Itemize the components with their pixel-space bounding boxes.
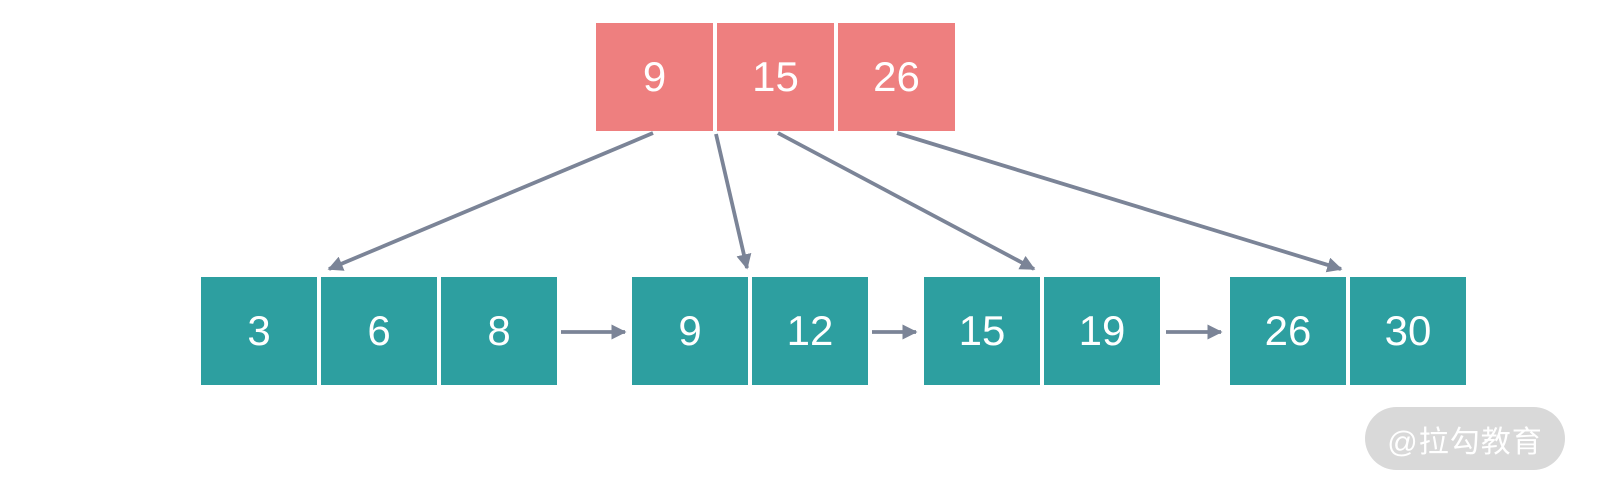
- leaf-key-cell: 3: [201, 277, 317, 385]
- leaf-node-1: 3 6 8: [201, 277, 557, 385]
- leaf-key-cell: 6: [321, 277, 437, 385]
- edge-root-to-leaf-2: [714, 133, 752, 270]
- root-key-cell: 9: [596, 23, 713, 131]
- leaf-node-4: 26 30: [1230, 277, 1466, 385]
- leaf-key-cell: 8: [441, 277, 557, 385]
- leaf-key-cell: 26: [1230, 277, 1346, 385]
- root-key-cell: 15: [717, 23, 834, 131]
- leaf-key-cell: 30: [1350, 277, 1466, 385]
- edge-root-to-leaf-3: [777, 131, 1036, 271]
- watermark-badge: @拉勾教育: [1365, 407, 1565, 470]
- leaf-key-cell: 15: [924, 277, 1040, 385]
- leaf-node-3: 15 19: [924, 277, 1160, 385]
- root-key-cell: 26: [838, 23, 955, 131]
- leaf-key-cell: 19: [1044, 277, 1160, 385]
- edge-root-to-leaf-4: [896, 131, 1343, 273]
- leaf-node-2: 9 12: [632, 277, 868, 385]
- leaf-key-cell: 12: [752, 277, 868, 385]
- leaf-key-cell: 9: [632, 277, 748, 385]
- internal-node-root: 9 15 26: [596, 23, 955, 131]
- edge-root-to-leaf-1: [327, 131, 654, 271]
